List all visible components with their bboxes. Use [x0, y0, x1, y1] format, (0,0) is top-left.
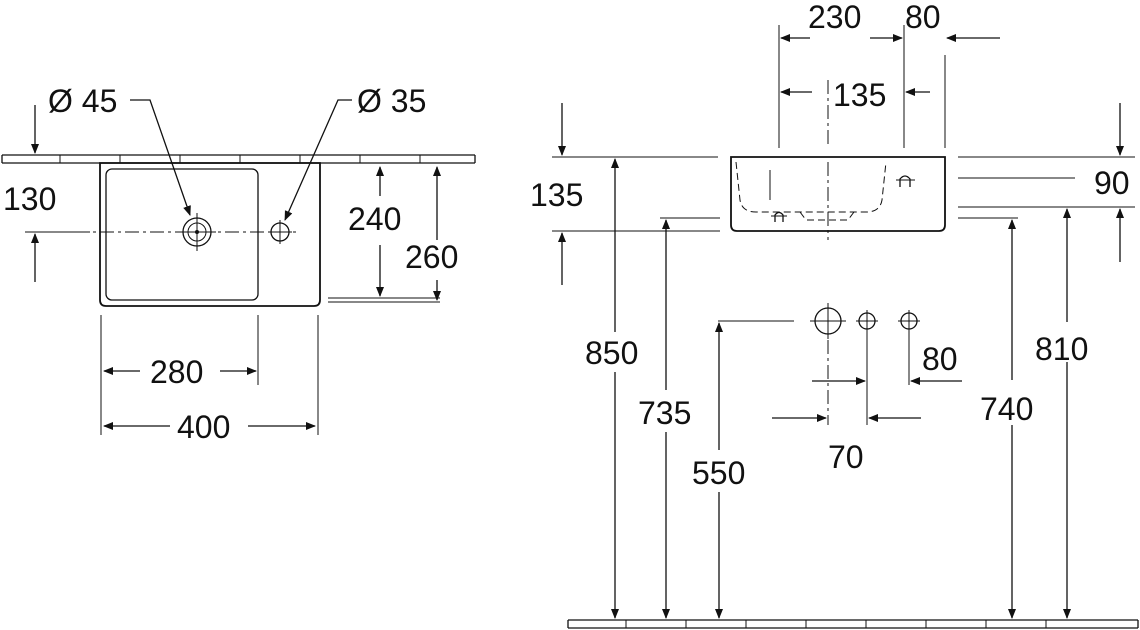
dim-550-label: 550 [692, 455, 745, 491]
drain-hidden-line [799, 211, 855, 221]
leader-overflow [284, 99, 352, 221]
dim-260-label: 260 [405, 239, 458, 275]
dim-80-top-label: 80 [905, 0, 941, 35]
tap-hole-plan [178, 213, 216, 251]
dim-740-label: 740 [980, 391, 1033, 427]
basin-outline-side [730, 156, 946, 232]
tap-symbol-right [896, 175, 915, 187]
connection-middle [856, 310, 878, 332]
dim-90-label: 90 [1094, 165, 1130, 201]
hole-overflow-label: Ø 35 [357, 83, 426, 119]
dim-850-label: 850 [585, 335, 638, 371]
dim-735-label: 735 [638, 395, 691, 431]
tap-symbol-left [771, 211, 787, 222]
dim-280-label: 280 [150, 354, 203, 390]
dim-230-label: 230 [808, 0, 861, 35]
dim-400-label: 400 [177, 409, 230, 445]
dim-130-label: 130 [3, 181, 56, 217]
overflow-hole-plan [268, 220, 292, 244]
side-view: 230 80 135 135 90 850 735 [530, 0, 1139, 629]
dim-810-label: 810 [1035, 331, 1088, 367]
connection-right [898, 310, 920, 332]
leader-tap [130, 99, 191, 216]
dim-70-label: 70 [828, 439, 864, 475]
plan-view: Ø 45 Ø 35 130 240 260 280 400 [1, 83, 476, 445]
wall-band-plan [1, 154, 476, 164]
floor-band [567, 619, 1139, 629]
bowl-hidden-line [735, 161, 887, 213]
dim-135-left-label: 135 [530, 177, 583, 213]
dim-80-spacing-label: 80 [922, 341, 958, 377]
bowl-outline-plan [105, 168, 259, 301]
dim-135-top-label: 135 [833, 77, 886, 113]
connection-large [810, 303, 846, 339]
dim-240-label: 240 [348, 201, 401, 237]
basin-outline-plan [99, 162, 321, 307]
hole-tap-label: Ø 45 [48, 83, 117, 119]
